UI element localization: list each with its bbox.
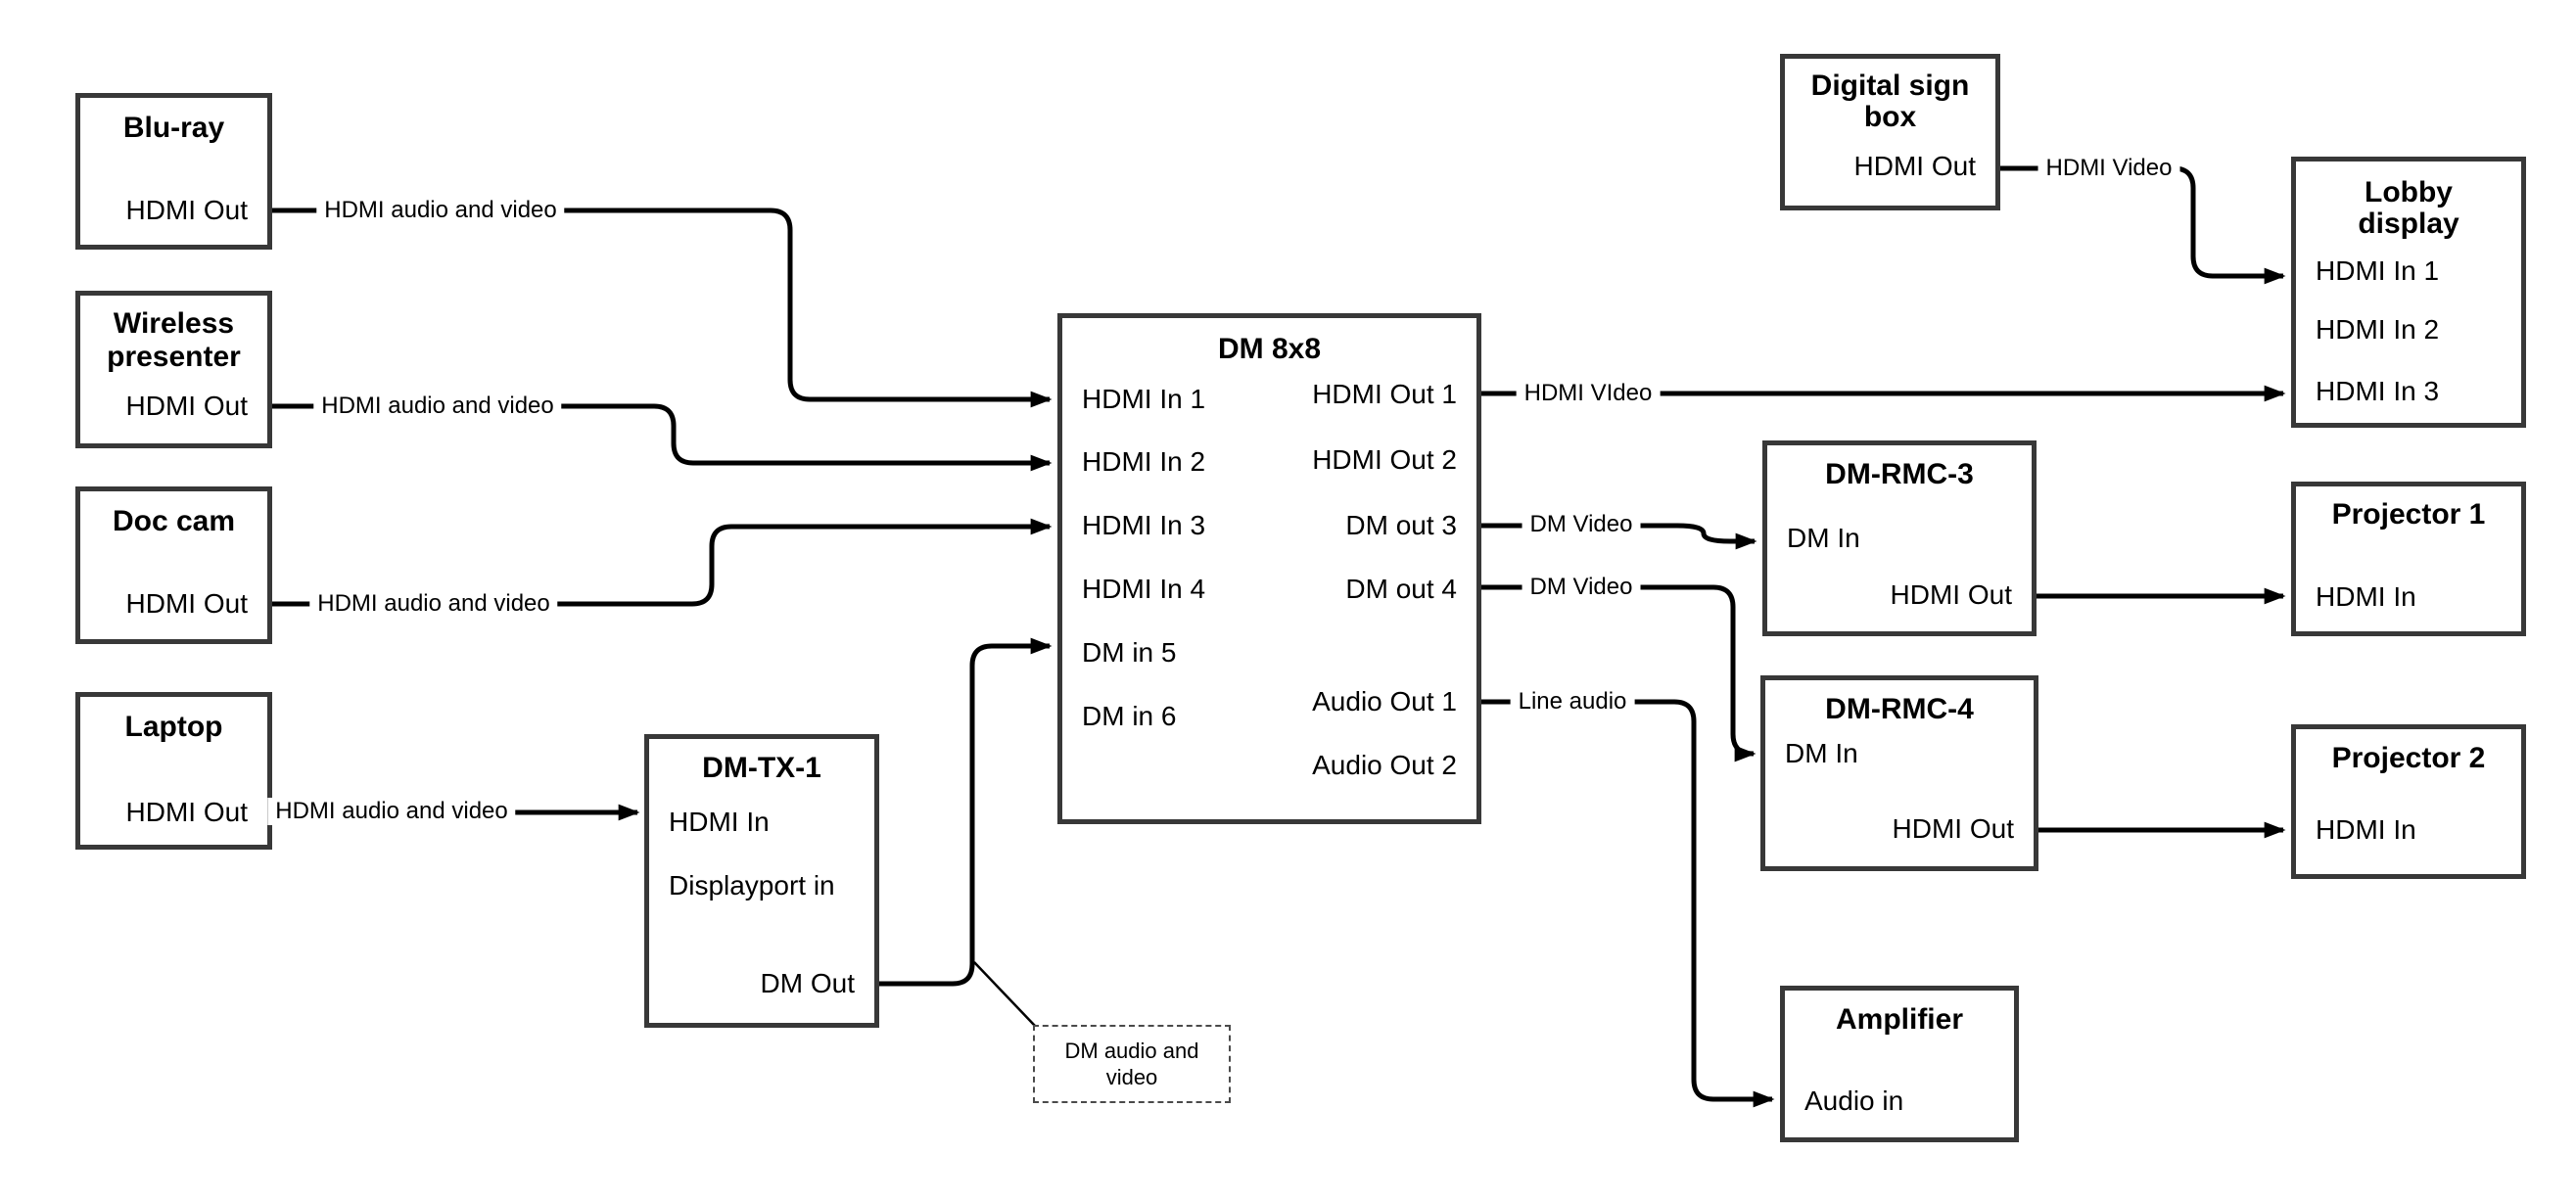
node-dm-rmc-4: DM-RMC-4 DM In HDMI Out [1760, 675, 2038, 871]
port-hdmi-in: HDMI In [669, 807, 770, 837]
port-hdmi-in-4: HDMI In 4 [1082, 574, 1206, 604]
wire-bluray-to-dm8x8-in1 [272, 208, 1053, 408]
wire-wireless-to-dm8x8-in2 [272, 403, 1053, 472]
port-dm-in: DM In [1785, 738, 1858, 768]
port-dm-in-6: DM in 6 [1082, 701, 1177, 731]
port-hdmi-in: HDMI In [2316, 814, 2416, 845]
port-hdmi-out-1: HDMI Out 1 [1312, 379, 1457, 409]
port-audio-out-2: Audio Out 2 [1312, 750, 1457, 780]
node-title: DM 8x8 [1217, 333, 1322, 365]
port-dm-in-5: DM in 5 [1082, 637, 1177, 668]
node-title: DM-TX-1 [702, 752, 821, 784]
port-hdmi-out: HDMI Out [125, 797, 248, 827]
port-dm-out: DM Out [760, 968, 855, 998]
node-title: Laptop [124, 711, 223, 743]
wire-label-digital-sign: HDMI Video [2037, 155, 2180, 182]
node-projector-1: Projector 1 HDMI In [2291, 482, 2526, 636]
node-title: Doc cam [112, 505, 236, 537]
port-hdmi-in-3: HDMI In 3 [2316, 376, 2440, 406]
port-audio-out-1: Audio Out 1 [1312, 686, 1457, 716]
wire-label-bluray: HDMI audio and video [316, 197, 565, 224]
node-title: Wireless presenter [107, 307, 241, 373]
wire-label-doccam: HDMI audio and video [309, 590, 558, 618]
wire-dm8x8-out3-to-dmrmc3 [1481, 523, 1757, 550]
port-hdmi-out: HDMI Out [125, 195, 248, 225]
port-hdmi-out: HDMI Out [1853, 151, 1976, 181]
port-hdmi-in-3: HDMI In 3 [1082, 510, 1206, 540]
node-projector-2: Projector 2 HDMI In [2291, 724, 2526, 879]
port-hdmi-in: HDMI In [2316, 581, 2416, 612]
node-title: Blu-ray [122, 112, 225, 144]
port-hdmi-in-1: HDMI In 1 [1082, 384, 1206, 414]
note-callout-line [973, 961, 1036, 1027]
wire-doccam-to-dm8x8-in3 [272, 518, 1053, 607]
node-title: Lobby display [2358, 176, 2459, 240]
port-hdmi-out-2: HDMI Out 2 [1312, 444, 1457, 475]
port-displayport-in: Displayport in [669, 870, 835, 901]
wire-label-hdmi-out-1: HDMI VIdeo [1516, 380, 1661, 407]
node-doc-cam: Doc cam HDMI Out [75, 486, 272, 644]
node-amplifier: Amplifier Audio in [1780, 986, 2019, 1142]
note-dm-audio-and-video: DM audio and video [1033, 1025, 1231, 1103]
port-hdmi-out: HDMI Out [125, 588, 248, 619]
wire-label-wireless: HDMI audio and video [313, 393, 562, 420]
wire-dm8x8-audio1-to-amplifier [1481, 699, 1775, 1108]
node-dm-8x8: DM 8x8 HDMI In 1 HDMI In 2 HDMI In 3 HDM… [1057, 313, 1481, 824]
node-dm-tx-1: DM-TX-1 HDMI In Displayport in DM Out [644, 734, 879, 1028]
node-wireless-presenter: Wireless presenter HDMI Out [75, 291, 272, 448]
node-title: DM-RMC-4 [1825, 693, 1974, 725]
node-bluray: Blu-ray HDMI Out [75, 93, 272, 250]
port-hdmi-in-1: HDMI In 1 [2316, 255, 2440, 286]
node-title: DM-RMC-3 [1825, 458, 1974, 490]
node-laptop: Laptop HDMI Out [75, 692, 272, 850]
port-hdmi-out: HDMI Out [1890, 579, 2012, 610]
node-title: Projector 1 [2331, 498, 2486, 531]
port-hdmi-in-2: HDMI In 2 [1082, 446, 1206, 477]
port-hdmi-in-2: HDMI In 2 [2316, 314, 2440, 345]
node-title: Amplifier [1835, 1003, 1964, 1036]
port-hdmi-out: HDMI Out [1892, 813, 2014, 844]
node-title: Digital sign box [1810, 69, 1970, 133]
wire-label-audio-out-1: Line audio [1510, 688, 1635, 716]
node-dm-rmc-3: DM-RMC-3 DM In HDMI Out [1762, 440, 2037, 636]
port-audio-in: Audio in [1804, 1086, 1904, 1116]
wire-label-dm-out-4: DM Video [1522, 574, 1641, 601]
note-text: DM audio and video [1064, 1039, 1199, 1089]
node-title: Projector 2 [2331, 742, 2486, 774]
wire-dm8x8-out4-to-dmrmc4 [1481, 584, 1756, 762]
port-hdmi-out: HDMI Out [125, 391, 248, 421]
wire-label-dm-out-3: DM Video [1522, 511, 1641, 538]
wire-label-laptop: HDMI audio and video [267, 798, 516, 825]
port-dm-out-4: DM out 4 [1345, 574, 1457, 604]
node-lobby-display: Lobby display HDMI In 1 HDMI In 2 HDMI I… [2291, 157, 2526, 428]
port-dm-out-3: DM out 3 [1345, 510, 1457, 540]
wire-dmtx1-to-dm8x8-in5 [879, 637, 1053, 987]
wire-digitalsign-to-lobby-in1 [2000, 165, 2286, 285]
node-digital-sign-box: Digital sign box HDMI Out [1780, 54, 2000, 210]
port-dm-in: DM In [1787, 523, 1860, 553]
